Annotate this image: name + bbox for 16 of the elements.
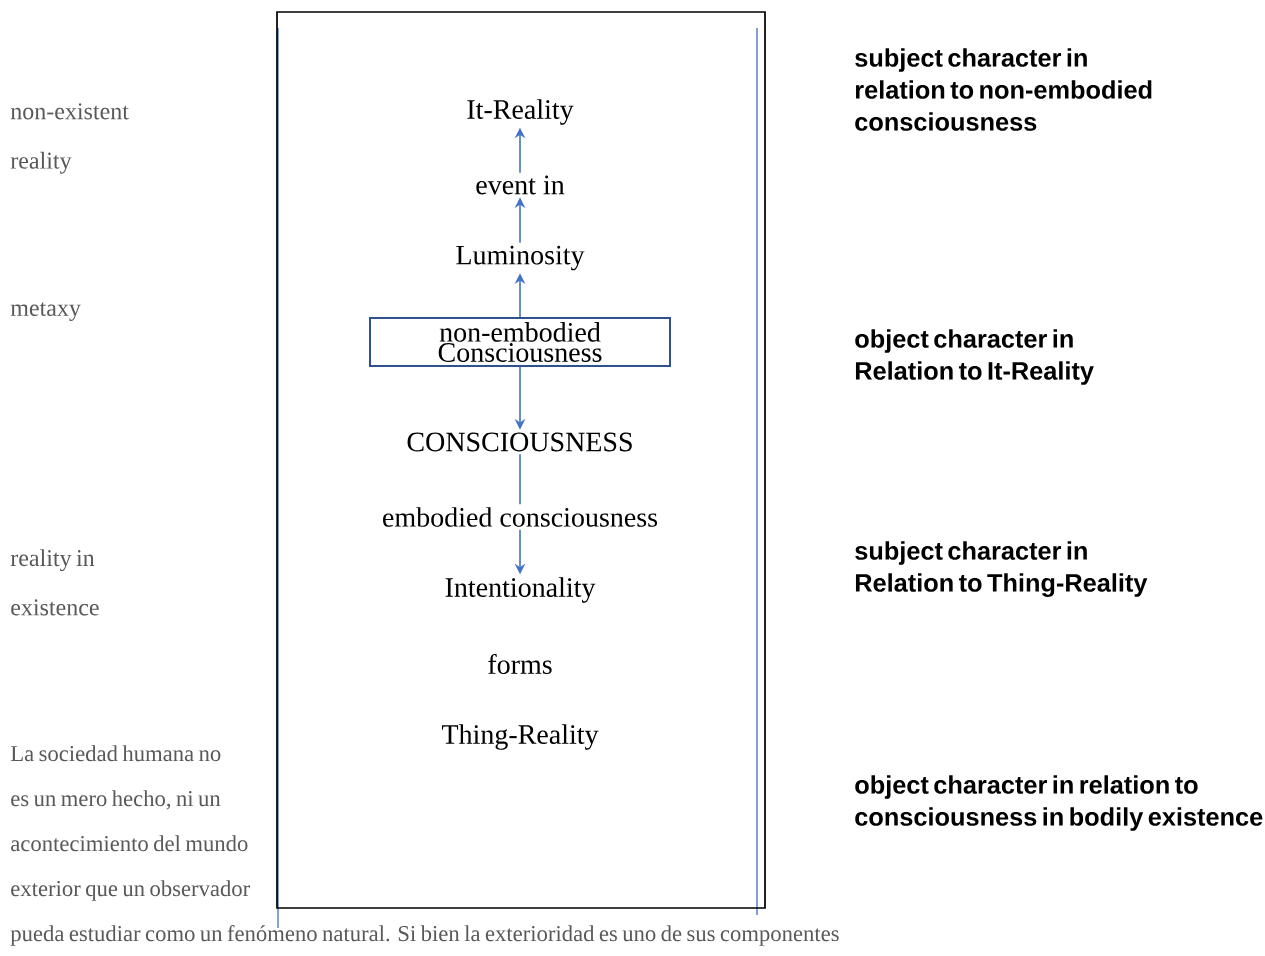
- concept-text: CONSCIOUSNESS: [407, 432, 632, 452]
- frame-box: [276, 11, 766, 909]
- concept-text: Intentionality: [445, 577, 596, 603]
- side-label: reality in existence: [10, 549, 99, 616]
- annotation-text: object character in Relation to It-Reality: [855, 329, 1094, 385]
- concept-text: event in: [476, 175, 565, 195]
- concept-text: embodied consciousness: [383, 507, 658, 527]
- concept-text: It-Reality: [467, 99, 574, 125]
- concept-text: Luminosity: [456, 245, 585, 271]
- annotation-text: object character in relation to consciousness in bodily existence: [855, 775, 1263, 831]
- concept-box: non-embodied Consciousness: [369, 317, 671, 367]
- side-label: metaxy: [10, 302, 81, 321]
- concept-text: forms: [488, 654, 552, 674]
- annotation-text: subject character in Relation to Thing-Reality: [855, 541, 1148, 597]
- side-label: non-existent reality: [10, 103, 129, 174]
- annotation-text: subject character in relation to non-embodied consciousness: [855, 48, 1152, 131]
